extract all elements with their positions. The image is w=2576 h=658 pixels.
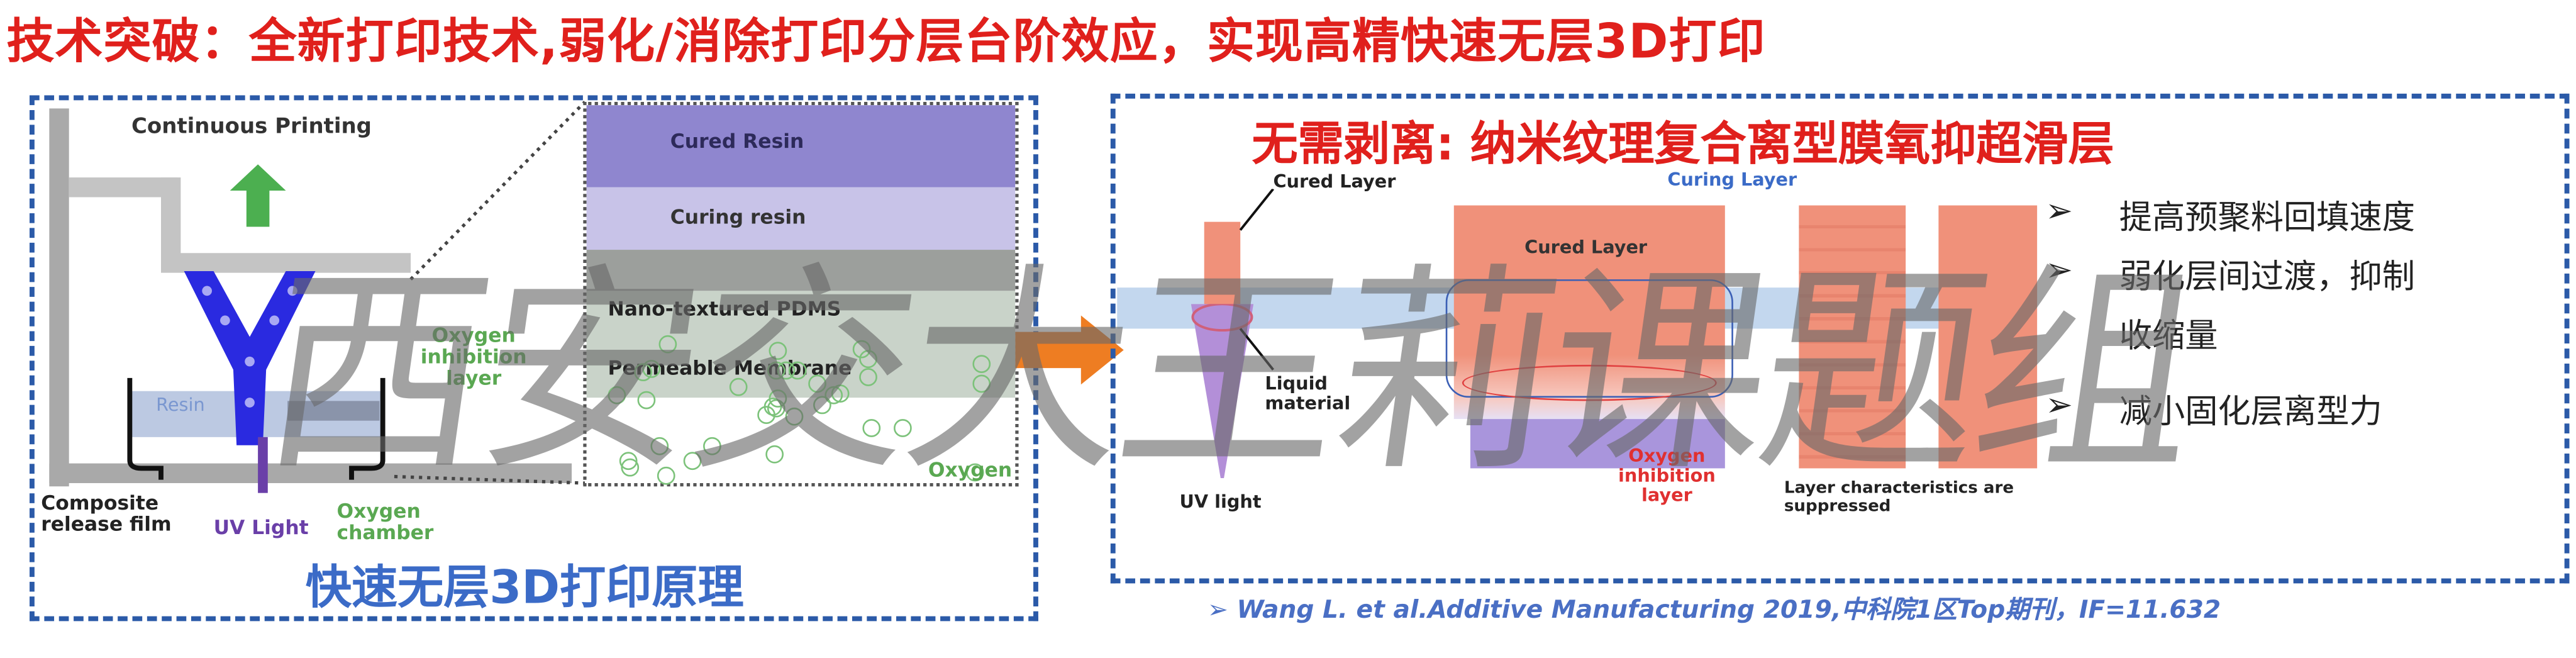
oxygen-bubble-icon: [813, 396, 832, 415]
magnified-layer-view: [583, 101, 1019, 487]
cured-column: [1204, 221, 1241, 308]
oxygen-bubble-icon: [862, 419, 880, 437]
curing-resin-label: Curing resin: [670, 205, 806, 229]
bullet-item: 减小固化层离型力: [2119, 391, 2382, 431]
membrane-layer: [586, 291, 1016, 398]
bullet-marker: ➢: [2045, 191, 2073, 230]
oxygen-bubble-icon: [972, 355, 991, 374]
printer-frame-vertical: [49, 108, 69, 487]
oxygen-bubble-icon: [730, 377, 748, 396]
label-line: Oxygen: [1628, 445, 1706, 467]
oxygen-bubble-icon: [893, 420, 912, 438]
oxygen-bubble-icon: [636, 391, 655, 409]
bullet-marker: ➢: [2045, 250, 2073, 289]
inhibition-zone-ellipse: [1462, 364, 1717, 401]
oxygen-bubble-icon: [620, 458, 638, 476]
curing-resin-layer: [586, 187, 1016, 250]
oxygen-bubble-icon: [785, 406, 804, 425]
uv-light-label: UV Light: [213, 516, 309, 539]
printed-part-icon: [184, 271, 316, 445]
oxygen-bubble-icon: [657, 466, 675, 484]
label-line: Composite: [41, 491, 159, 515]
zoom-guide-lines: [394, 101, 586, 485]
label-line: release film: [41, 513, 172, 537]
label-line: Liquid: [1265, 372, 1328, 394]
label-line: layer: [1641, 485, 1692, 507]
build-platform: [160, 253, 411, 273]
oxygen-bubbles: [588, 328, 1015, 484]
pdms-label: Nano-textured PDMS: [608, 297, 841, 321]
cured-layer-mid-label: Cured Layer: [1524, 237, 1648, 259]
uv-light-right-label: UV light: [1179, 491, 1262, 513]
cured-resin-layer: [586, 105, 1016, 187]
oxygen-bubble-icon: [684, 452, 702, 471]
label-line: inhibition: [1618, 465, 1716, 487]
vat-icon: [127, 377, 386, 480]
layer-bar: [1799, 205, 1906, 469]
continuous-printing-label: Continuous Printing: [131, 114, 372, 140]
oxygen-bubble-icon: [858, 367, 877, 386]
build-platform-arm: [69, 177, 178, 198]
cured-layer-left-label: Cured Layer: [1273, 170, 1396, 192]
oxygen-bubble-icon: [808, 374, 826, 393]
oxygen-bubble-icon: [643, 360, 661, 378]
oxygen-bubble-icon: [966, 464, 984, 482]
right-arrow-icon: [1015, 315, 1124, 385]
pdms-layer: [586, 250, 1016, 291]
oxygen-bubble-icon: [777, 361, 796, 380]
oxygen-bubble-icon: [972, 374, 991, 393]
slide-title: 技术突破：全新打印技术,弱化/消除打印分层台阶效应，实现高精快速无层3D打印: [6, 13, 1766, 69]
oxygen-bubble-icon: [831, 384, 849, 403]
liquid-block: [1470, 419, 1725, 469]
leader-lines: [1239, 189, 1274, 371]
layer-bar: [1938, 205, 2038, 469]
label-line: layer: [446, 367, 502, 391]
uv-cone: [1191, 304, 1254, 479]
oxygen-bubble-icon: [658, 335, 677, 354]
label-line: chamber: [336, 521, 434, 545]
bullet-item: 收缩量: [2119, 315, 2218, 355]
oxygen-bubble-icon: [650, 437, 669, 455]
citation: ➢ Wang L. et al.Additive Manufacturing 2…: [1207, 594, 2221, 625]
cured-resin-label: Cured Resin: [670, 130, 804, 153]
label-line: material: [1265, 393, 1351, 415]
oxygen-bubble-icon: [702, 437, 721, 456]
right-panel-frame: [1110, 93, 2570, 584]
oxygen-bubble-icon: [769, 389, 788, 408]
oxygen-label: Oxygen: [928, 458, 1013, 482]
curing-layer-label: Curing Layer: [1667, 169, 1797, 191]
oxygen-bubble-icon: [858, 350, 877, 369]
label-line: Layer characteristics are: [1784, 479, 2014, 498]
left-panel-caption: 快速无层3D打印原理: [305, 560, 744, 615]
oxygen-bubble-icon: [769, 341, 788, 360]
label-line: suppressed: [1784, 498, 1891, 516]
oxygen-bubble-icon: [764, 445, 783, 464]
bullet-marker: ➢: [2045, 384, 2073, 424]
up-arrow-icon: [230, 164, 286, 227]
uv-beam: [258, 437, 268, 493]
bullet-item: 提高预聚料回填速度: [2119, 197, 2415, 237]
oxygen-bubble-icon: [607, 386, 626, 404]
right-panel-heading: 无需剥离: 纳米纹理复合离型膜氧抑超滑层: [1252, 116, 2114, 171]
resin-label: Resin: [156, 394, 205, 416]
label-line: Oxygen: [431, 323, 516, 347]
label-line: Oxygen: [336, 499, 421, 523]
inhibition-band: [287, 401, 380, 421]
bullet-item: 弱化层间过渡，抑制: [2119, 256, 2415, 296]
label-line: inhibition: [420, 345, 527, 369]
